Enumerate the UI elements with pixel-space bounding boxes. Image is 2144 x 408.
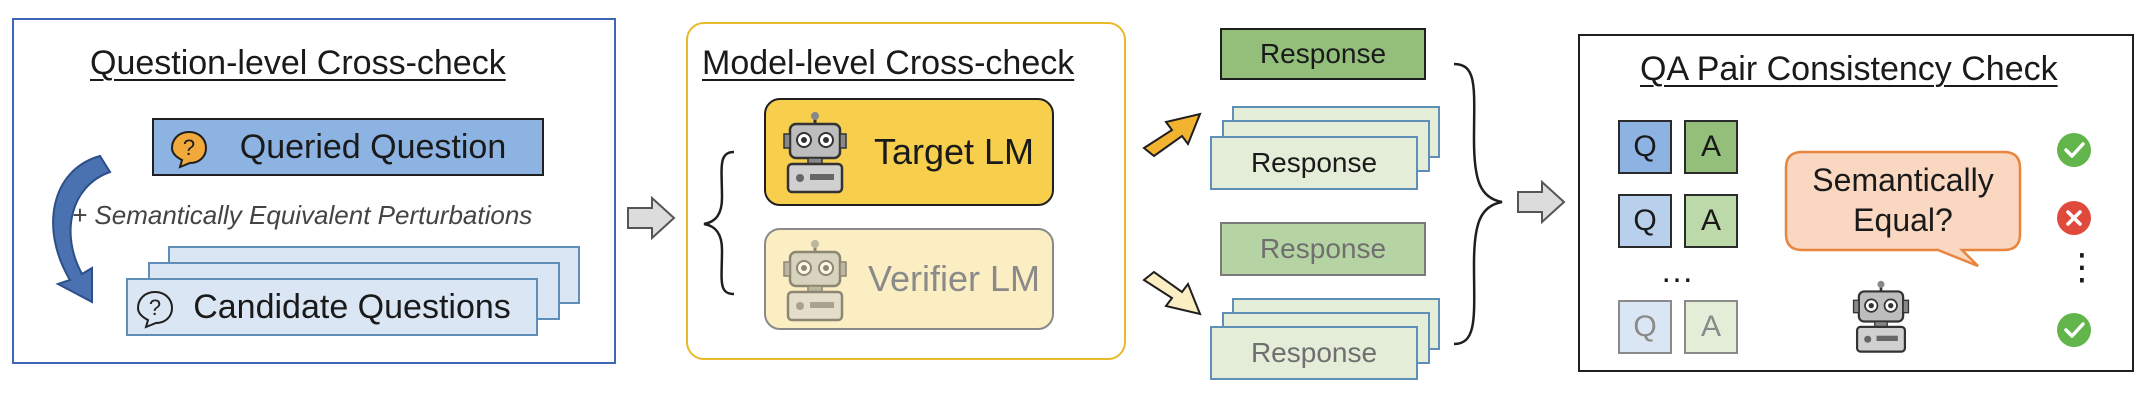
arrow-to-model-panel [627,195,676,241]
candidate-bubble-icon: ? [134,288,176,330]
verifier-response-single: Response [1220,222,1426,276]
arrow-target-to-responses [1142,112,1202,158]
consistency-panel [1578,34,2134,372]
check-icon [2056,132,2092,168]
responses-brace [1453,62,1503,346]
robot-icon [1850,280,1912,356]
bubble-text-line2: Equal? [1853,202,1953,238]
candidate-questions-label: Candidate Questions [193,287,511,326]
check-icon [2056,312,2092,348]
perturbation-note: + Semantically Equivalent Perturbations [72,200,533,230]
results-ellipsis: ⋮ [2064,246,2100,287]
curved-blue-arrow [52,154,112,304]
q-cell: Q [1618,300,1672,354]
qa-ellipsis: … [1660,252,1694,290]
target-response-single: Response [1220,28,1426,80]
q-cell: Q [1618,194,1672,248]
a-cell: A [1684,120,1738,174]
semantic-bubble [1784,150,2022,268]
cross-icon [2056,200,2092,236]
question-level-panel [12,18,616,364]
queried-question-label: Queried Question [239,127,507,166]
model-level-title: Model-level Cross-check [702,44,1075,82]
arrow-verifier-to-responses [1142,270,1202,316]
arrow-to-consistency-panel [1517,179,1566,225]
model-brace [703,150,735,296]
consistency-title: QA Pair Consistency Check [1640,50,2058,88]
svg-text:?: ? [183,135,195,160]
verifier-lm-box: Verifier LM [764,228,1054,330]
robot-icon [780,112,850,196]
verifier-response-stack-front: Response [1210,326,1418,380]
bubble-text-line1: Semantically [1812,162,1994,198]
question-level-title: Question-level Cross-check [90,44,506,82]
a-cell: A [1684,194,1738,248]
a-cell: A [1684,300,1738,354]
question-bubble-icon: ? [168,128,210,170]
target-response-stack-front: Response [1210,136,1418,190]
candidate-questions-box: ? Candidate Questions [126,278,538,336]
model-level-panel [686,22,1126,360]
verifier-lm-label: Verifier LM [867,258,1041,299]
robot-icon [780,240,850,324]
target-lm-label: Target LM [873,131,1035,172]
q-cell: Q [1618,120,1672,174]
target-lm-box: Target LM [764,98,1054,206]
svg-text:?: ? [149,295,161,320]
queried-question-box: ? Queried Question [152,118,544,176]
